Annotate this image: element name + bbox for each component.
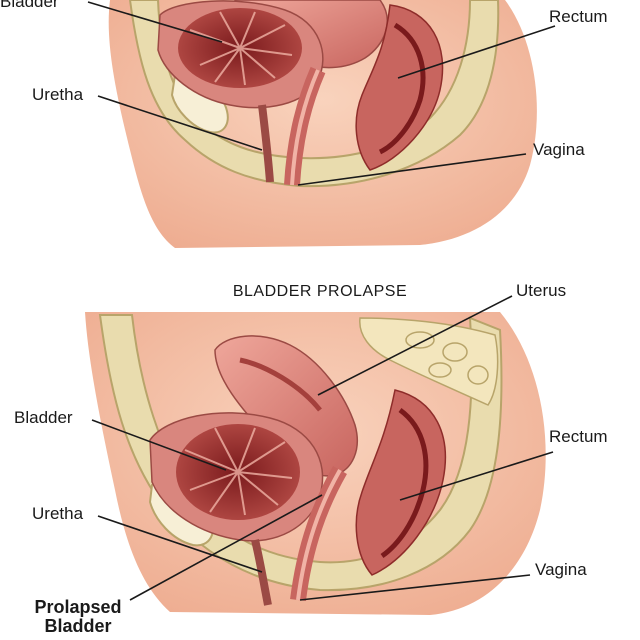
bottom-rectum [355,389,447,576]
label-bottom-rectum: Rectum [549,427,608,446]
top-urethra [258,104,274,183]
leader-bottom-rectum [399,451,554,501]
bottom-urethra [251,539,272,606]
leader-bottom-prolapsed [129,494,323,601]
bottom-anatomy-panel [85,312,546,615]
leader-top-vagina [297,153,527,186]
leader-top-rectum [397,25,556,79]
leader-bottom-uterus [317,295,513,396]
top-rectum [355,4,444,171]
leader-bottom-bladder [91,419,227,471]
diagram-title: BLADDER PROLAPSE [232,283,408,300]
label-top-rectum: Rectum [549,7,608,26]
label-top-uretha: Uretha [32,85,84,104]
label-prolapsed-line1: Prolapsed [34,597,122,617]
label-bottom-uretha: Uretha [32,504,84,523]
bottom-sacrum [359,317,499,406]
leader-top-bladder [87,1,223,43]
label-top-bladder: Bladder [0,0,59,11]
label-bottom-bladder: Bladder [14,408,73,427]
label-bottom-vagina: Vagina [535,560,587,579]
leader-bottom-uretha [97,515,263,573]
label-top-vagina: Vagina [533,140,585,159]
top-anatomy-panel [108,0,537,248]
label-bottom-uterus: Uterus [516,281,567,300]
leader-lines [87,1,556,601]
label-prolapsed-line2: Bladder [44,615,112,636]
top-bladder [157,0,324,109]
leader-top-uretha [97,95,263,151]
leader-bottom-vagina [299,574,531,601]
label-prolapsed-bladder: Prolapsed Bladder [22,598,134,636]
